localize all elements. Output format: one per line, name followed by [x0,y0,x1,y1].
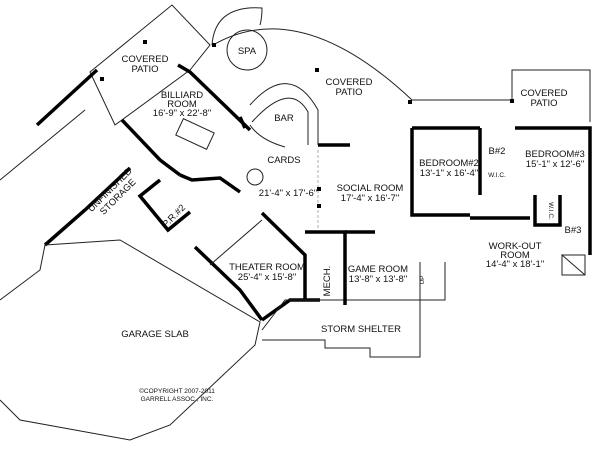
theater-room-label: THEATER ROOM [229,262,305,273]
bath3-label: B#3 [565,225,582,236]
pr-wall [137,178,192,233]
bedroom2-label: BEDROOM#2 [419,158,479,169]
social-room-dims: 17'-4" x 16'-7" [341,193,399,204]
garage-west-edge [0,244,46,301]
garage-slab-label: GARAGE SLAB [121,329,189,340]
column [212,43,216,47]
storm-shelter-outline [261,299,421,358]
theater-room-dims: 25'-4" x 15'-8" [238,272,296,283]
wic3-wall [533,195,562,227]
game-room-label: GAME ROOM [348,264,408,275]
bedroom3-wall [515,126,592,255]
bath3-shower [561,253,586,276]
mech-wall [305,230,347,305]
copyright-text: ©COPYRIGHT 2007-2011 [139,387,215,395]
column [315,68,319,72]
storm-shelter-label: STORM SHELTER [321,324,401,335]
covered-patio-center-label: COVERED [326,77,373,88]
cards-dims: 21'-4" x 17'-6" [259,188,317,199]
theater-east-wall [260,211,307,300]
storage-wall [43,166,132,247]
theater-south-wall [260,298,320,322]
bar-label: BAR [274,113,294,124]
exterior-stair-lines [0,109,86,181]
workout-room-label: ROOM [500,250,530,261]
bar-wall [238,116,247,129]
covered-patio-left-outline [89,4,211,126]
billiard-north-wall [177,63,252,132]
column [317,204,321,208]
stairs-up-label: UP [419,275,426,284]
spa-label: SPA [238,46,257,57]
bedroom2-dims: 13'-1" x 16'-4" [420,168,478,179]
billiard-room-dims: 16'-9" x 22'-8" [153,108,211,119]
workout-room-label: WORK-OUT [489,241,542,252]
column [317,187,321,191]
covered-patio-center-label: PATIO [335,87,362,98]
bedroom3-label: BEDROOM#3 [525,149,585,160]
covered-patio-right-label: PATIO [530,98,557,109]
billiard-room-label: ROOM [167,99,197,110]
copyright-text: GARRELL ASSOC., INC. [141,396,214,403]
bedroom3-dims: 15'-1" x 12'-6" [526,159,584,170]
covered-patio-arc [212,28,413,101]
social-room-label: SOCIAL ROOM [337,183,404,194]
spa-outline [226,29,268,71]
theater-north-wall [179,173,242,194]
bedroom2-wall [410,128,470,217]
column [510,99,514,103]
bar-counter [249,83,319,148]
covered-patio-right-outline [412,69,591,122]
billiard-table [175,117,215,151]
column [100,77,104,81]
column [408,100,412,104]
bath2-label: B#2 [489,146,506,157]
wic2-label: W.I.C. [488,172,506,179]
wic3-label: W.I.C. [547,202,554,220]
billiard-west-wall [120,118,182,177]
billiard-room-label: BILLIARD [161,90,203,101]
column [143,40,147,44]
cards-table [246,168,264,186]
game-room-dims: 13'-8" x 13'-8" [349,274,407,285]
stairs [419,262,446,301]
covered-patio-left-label: PATIO [131,64,158,75]
mech-label: MECH. [322,266,333,297]
covered-patio-right-label: COVERED [521,88,568,99]
billiard-wall [35,68,99,127]
covered-patio-left-label: COVERED [122,54,169,65]
spa-steps [211,7,263,46]
theater-west-wall [193,245,264,322]
theater-risers [209,219,263,266]
workout-room-dims: 14'-4" x 18'-1" [486,259,544,270]
garage-outline [0,239,261,441]
cards-label: CARDS [267,155,300,166]
